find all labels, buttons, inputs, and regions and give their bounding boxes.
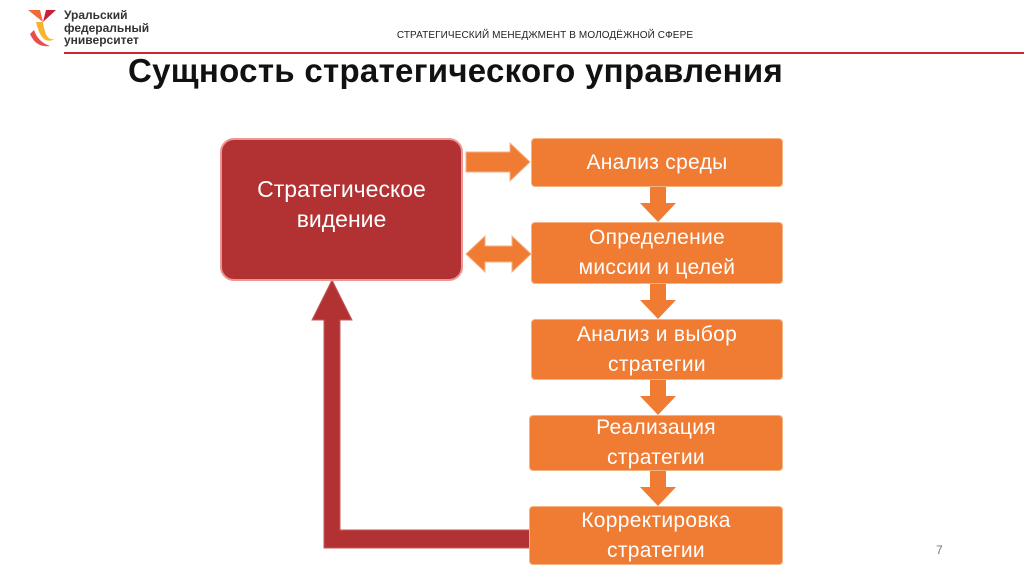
page-number: 7 (936, 543, 943, 557)
step-strategy-correction: Корректировка стратегии (529, 506, 783, 565)
strategic-vision-box: Стратегическое видение (220, 138, 463, 281)
header-divider (64, 52, 1024, 54)
down-arrow-3 (640, 380, 676, 415)
vision-mission-double-arrow (465, 234, 532, 274)
step-label: Анализ и выбор стратегии (576, 322, 738, 376)
step-mission-goals: Определение миссии и целей (531, 222, 783, 284)
down-arrow-4 (640, 471, 676, 506)
strategic-vision-label: Стратегическое видение (257, 175, 426, 232)
down-arrow-2 (640, 284, 676, 319)
course-caption: СТРАТЕГИЧЕСКИЙ МЕНЕДЖМЕНТ В МОЛОДЁЖНОЙ С… (396, 30, 694, 41)
step-label: Реализация стратегии (596, 416, 716, 469)
step-label: Анализ среды (586, 150, 728, 174)
step-strategy-implementation: Реализация стратегии (529, 415, 783, 471)
ural-university-logo-icon (28, 10, 56, 47)
down-arrow-1 (640, 187, 676, 222)
slide-title: Сущность стратегического управления (128, 52, 784, 89)
logo-line-3: университет (64, 33, 139, 47)
step-environment-analysis: Анализ среды (531, 138, 783, 187)
step-label: Корректировка стратегии (581, 508, 731, 562)
feedback-arrow (311, 278, 533, 549)
step-strategy-choice: Анализ и выбор стратегии (531, 319, 783, 380)
logo-line-2: федеральный (64, 20, 150, 35)
step-label: Определение миссии и целей (578, 226, 736, 279)
university-name: Уральский федеральный университет (64, 9, 149, 47)
logo-line-1: Уральский (64, 8, 128, 22)
vision-to-analysis-arrow (465, 141, 531, 183)
